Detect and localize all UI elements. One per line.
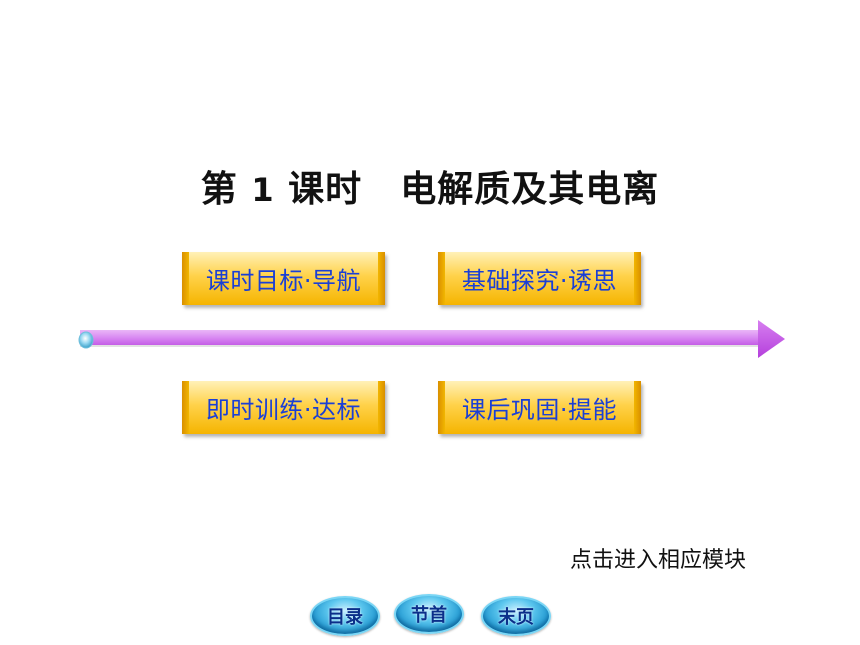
instruction-text: 点击进入相应模块 xyxy=(570,548,747,573)
section-start-label: 节首 xyxy=(411,605,447,626)
module-label: 基础探究·诱思 xyxy=(461,267,618,295)
module-button-objectives[interactable]: 课时目标·导航 xyxy=(182,252,385,305)
module-button-practice[interactable]: 即时训练·达标 xyxy=(182,381,385,434)
contents-label: 目录 xyxy=(327,607,363,628)
last-page-label: 末页 xyxy=(498,607,534,628)
title-part1: 第 xyxy=(200,169,238,210)
title-number: 1 xyxy=(251,171,275,209)
module-button-consolidation[interactable]: 课后巩固·提能 xyxy=(438,381,641,434)
title-topic: 电解质及其电离 xyxy=(400,169,660,210)
section-start-button[interactable]: 节首 xyxy=(394,594,464,634)
page-title: 第 1 课时电解质及其电离 xyxy=(0,160,860,212)
module-label: 课后巩固·提能 xyxy=(461,396,618,424)
module-label: 课时目标·导航 xyxy=(205,267,362,295)
module-button-exploration[interactable]: 基础探究·诱思 xyxy=(438,252,641,305)
title-part2: 课时 xyxy=(288,169,363,210)
module-label: 即时训练·达标 xyxy=(205,396,362,424)
timeline-arrow-icon xyxy=(78,320,785,358)
contents-button[interactable]: 目录 xyxy=(310,596,380,636)
last-page-button[interactable]: 末页 xyxy=(481,596,551,636)
